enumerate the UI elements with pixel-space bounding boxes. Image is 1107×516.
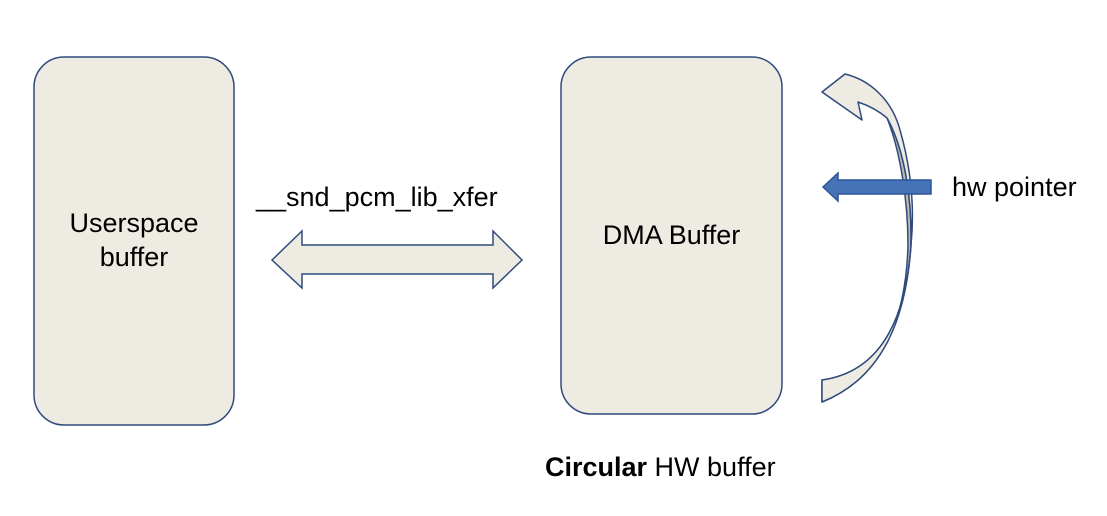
caption-bold-text: Circular <box>545 452 648 482</box>
circular-buffer-caption: Circular HW buffer <box>545 450 776 484</box>
transfer-double-arrow <box>270 229 524 290</box>
userspace-buffer-box <box>33 56 235 426</box>
hw-pointer-label: hw pointer <box>952 172 1077 202</box>
circular-arrow-shadow <box>821 117 912 403</box>
hw-pointer-arrow <box>821 171 932 203</box>
userspace-buffer-label-line2: buffer <box>99 242 169 272</box>
circular-arrow <box>821 73 914 403</box>
userspace-buffer-label-line1: Userspace <box>69 208 199 238</box>
dma-buffer-label: DMA Buffer <box>602 220 741 250</box>
userspace-buffer-label: Userspace buffer <box>34 206 234 274</box>
caption-rest-text: HW buffer <box>647 452 776 482</box>
transfer-function-label: __snd_pcm_lib_xfer <box>256 182 498 212</box>
dma-buffer-box <box>560 56 783 415</box>
